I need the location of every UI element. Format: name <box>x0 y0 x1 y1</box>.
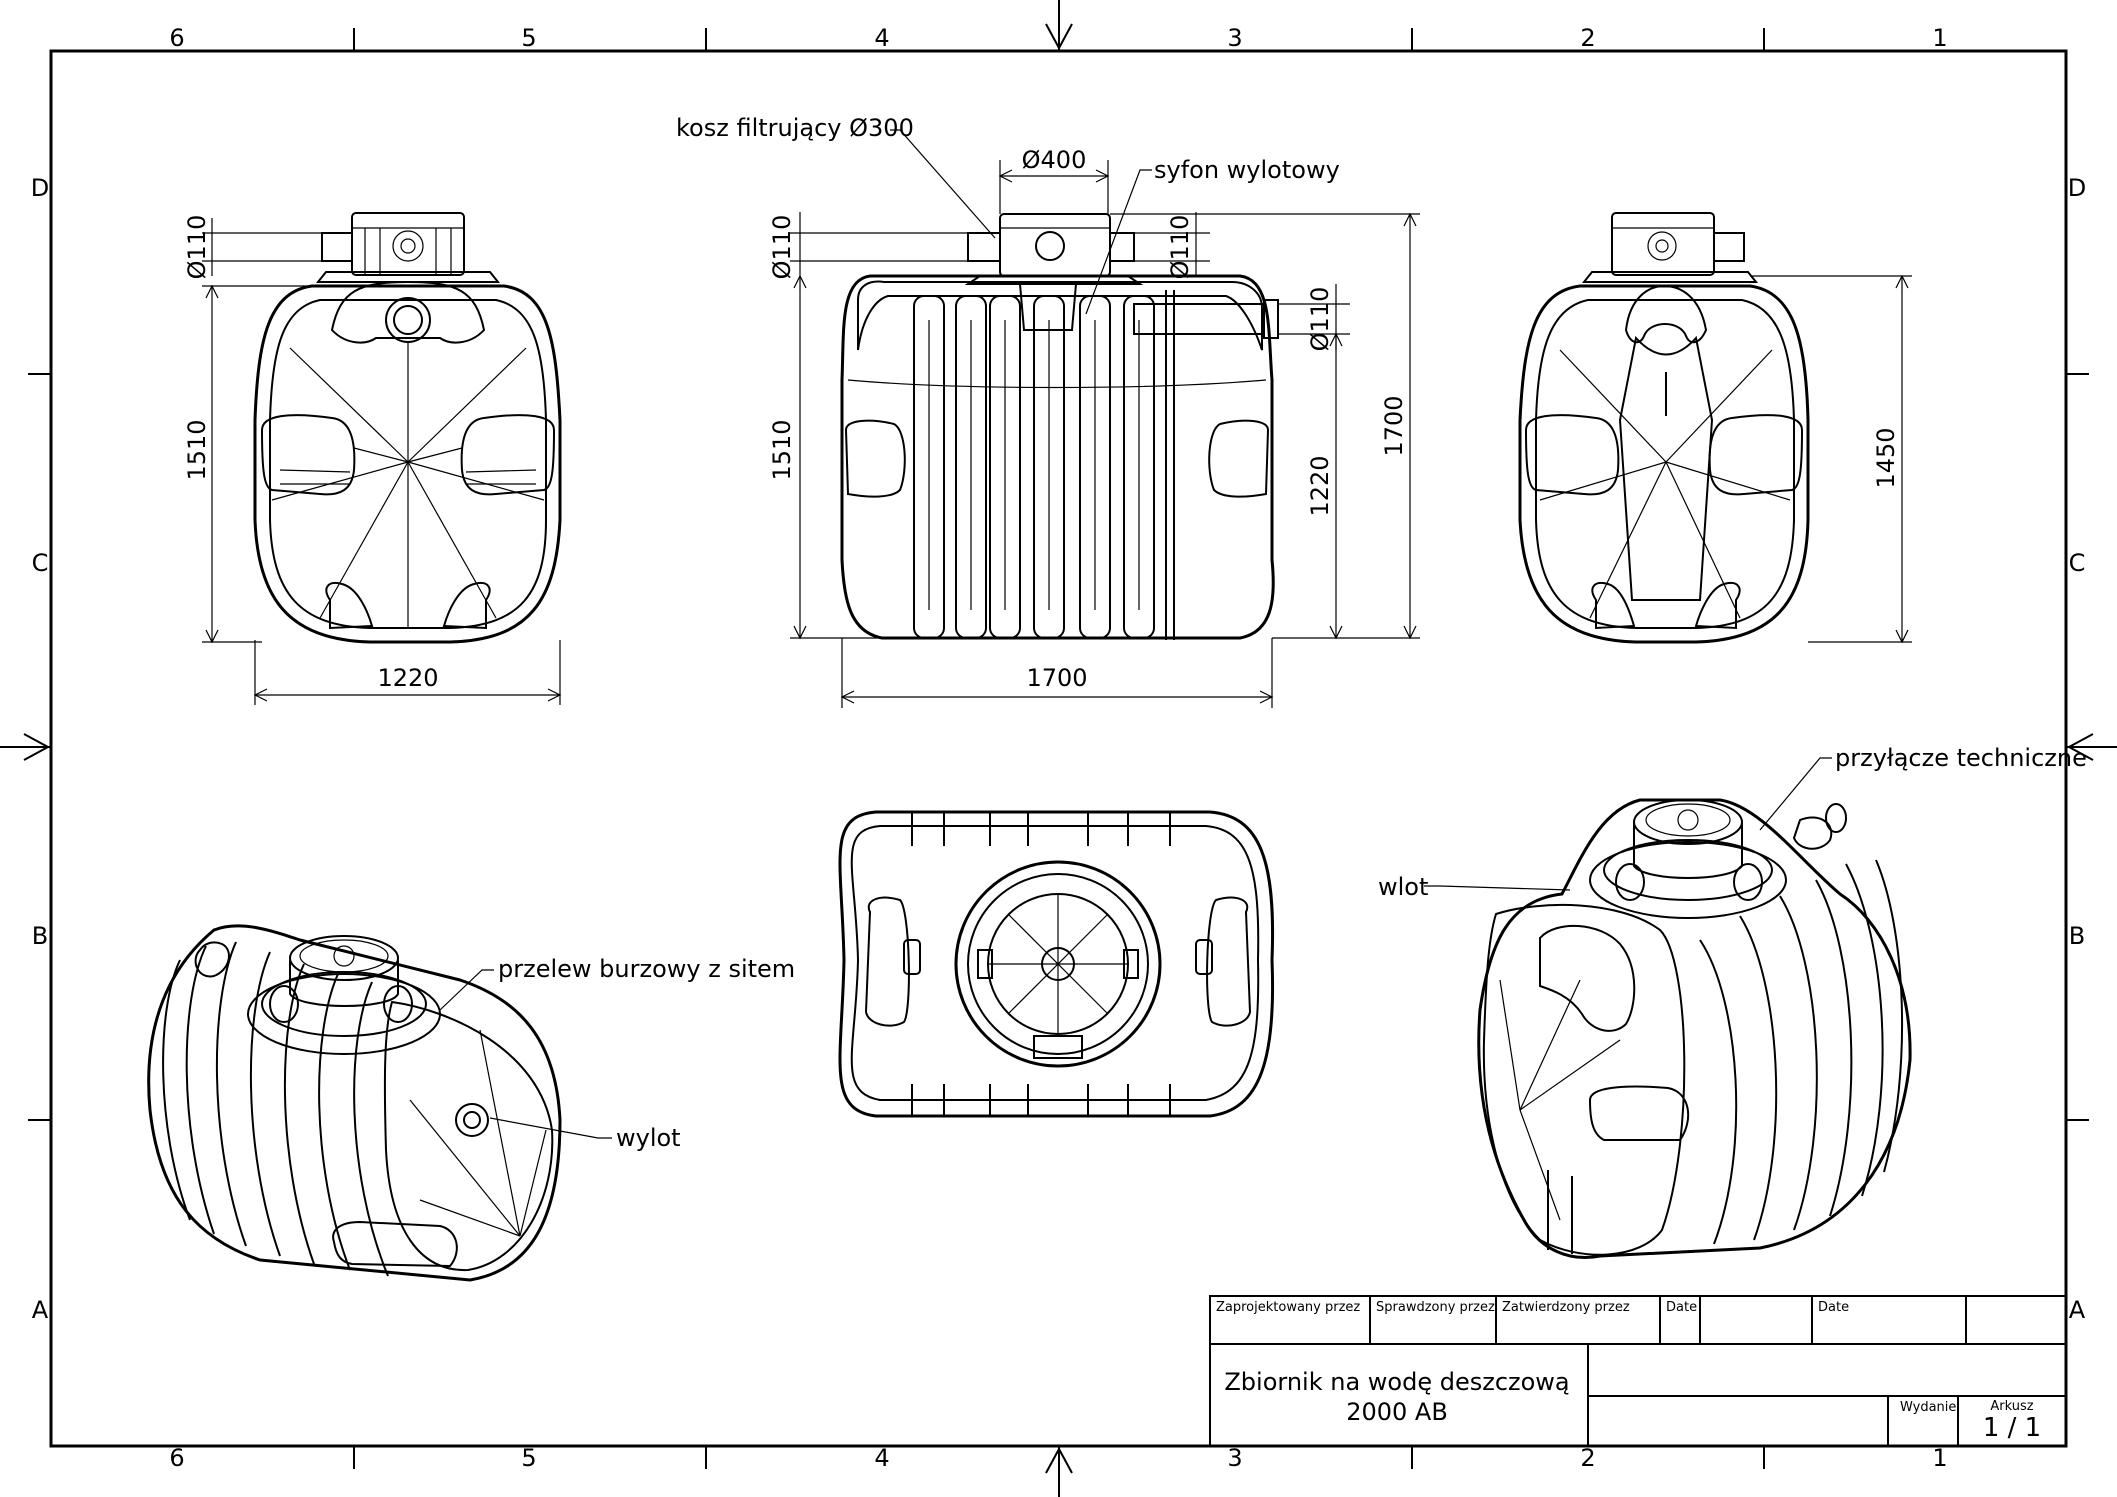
iso-view-right <box>1424 757 1912 1259</box>
zone-col-top: 1 <box>1932 24 1947 52</box>
zone-col-top: 4 <box>874 24 889 52</box>
centring-mark-left <box>0 733 51 761</box>
zone-row-right: A <box>2069 1296 2086 1324</box>
side-outlet-diameter: Ø110 <box>1306 287 1334 352</box>
back-view: 1450 <box>1518 212 1912 644</box>
zone-col-top: 3 <box>1227 24 1242 52</box>
zone-col-top: 5 <box>521 24 536 52</box>
zone-row-left: A <box>32 1296 49 1324</box>
zone-col-bottom: 5 <box>521 1444 536 1472</box>
drawing-subtitle: 2000 AB <box>1346 1398 1448 1426</box>
front-width-dimension: 1220 <box>377 664 438 692</box>
zone-row-left: C <box>32 549 49 577</box>
centring-mark-top <box>1045 0 1073 51</box>
front-height-dimension: 1510 <box>183 419 211 480</box>
side-width-dimension: 1700 <box>1026 664 1087 692</box>
title-block <box>1209 1295 2067 1447</box>
zone-row-right: C <box>2069 549 2086 577</box>
tech-connection-label: przyłącze techniczne <box>1835 744 2087 772</box>
zone-col-top: 2 <box>1580 24 1595 52</box>
side-left-height-dimension: 1510 <box>768 419 796 480</box>
back-height-dimension: 1450 <box>1872 427 1900 488</box>
side-outlet-height-dimension: 1220 <box>1306 455 1334 516</box>
iso-view-left <box>147 924 612 1282</box>
outlet-label: wylot <box>616 1124 681 1152</box>
drawing-title: Zbiornik na wodę deszczową <box>1224 1368 1569 1396</box>
sheet-label: Arkusz <box>1990 1399 2033 1414</box>
zone-row-left: B <box>32 922 48 950</box>
zone-col-bottom: 3 <box>1227 1444 1242 1472</box>
zone-row-right: D <box>2068 174 2086 202</box>
front-view: 1510 Ø110 1220 <box>183 212 562 705</box>
checked-by-label: Sprawdzony przez <box>1376 1300 1495 1315</box>
zone-col-bottom: 2 <box>1580 1444 1595 1472</box>
zone-row-right: B <box>2069 922 2085 950</box>
front-pipe-diameter: Ø110 <box>183 215 211 280</box>
storm-overflow-label: przelew burzowy z sitem <box>498 955 795 983</box>
side-total-height-dimension: 1700 <box>1380 395 1408 456</box>
inlet-label: wlot <box>1378 873 1428 901</box>
zone-col-bottom: 4 <box>874 1444 889 1472</box>
zone-col-bottom: 6 <box>169 1444 184 1472</box>
zone-labels: 6 5 4 3 2 1 6 5 4 3 2 1 D C B A D C B A <box>31 24 2086 1472</box>
edition-label: Wydanie <box>1900 1400 1956 1415</box>
zone-row-left: D <box>31 174 49 202</box>
sheet-value: 1 / 1 <box>1983 1413 2041 1443</box>
zone-col-bottom: 1 <box>1932 1444 1947 1472</box>
date-label: Date <box>1818 1300 1849 1315</box>
centring-mark-bottom <box>1045 1446 1073 1497</box>
zone-col-top: 6 <box>169 24 184 52</box>
top-view <box>838 810 1275 1118</box>
date-label: Date <box>1666 1300 1697 1315</box>
outlet-siphon-label: syfon wylotowy <box>1154 156 1340 184</box>
centring-mark-right <box>2066 733 2117 761</box>
side-left-pipe-diameter: Ø110 <box>768 215 796 280</box>
side-view: Ø400 Ø110 1510 Ø110 Ø110 1220 1700 <box>768 129 1420 708</box>
approved-by-label: Zatwierdzony przez <box>1502 1300 1630 1315</box>
designed-by-label: Zaprojektowany przez <box>1216 1300 1360 1315</box>
side-right-pipe-diameter: Ø110 <box>1166 215 1194 280</box>
filter-basket-label: kosz filtrujący Ø300 <box>676 114 914 142</box>
side-top-diameter: Ø400 <box>1022 146 1087 174</box>
